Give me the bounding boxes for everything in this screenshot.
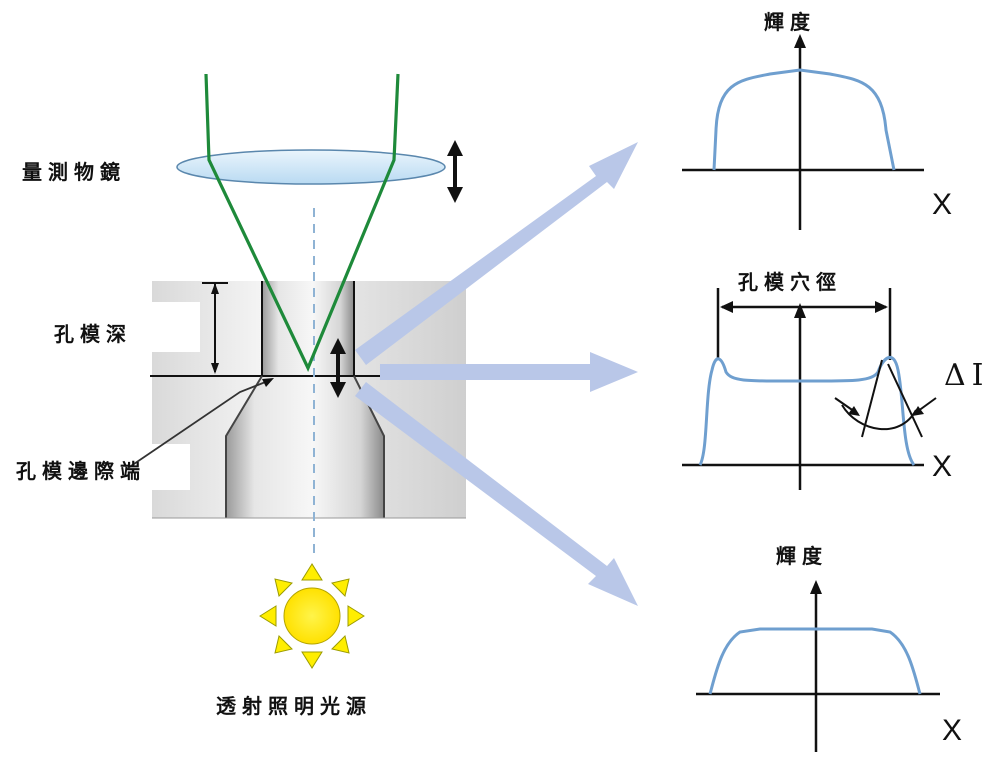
- objective-label: 量測物鏡: [22, 160, 126, 184]
- arrow-to-middle: [380, 352, 638, 392]
- brightness-curve-middle: [698, 356, 916, 466]
- hole-depth-label-box: [40, 302, 200, 352]
- brightness-curve-bottom: [708, 627, 922, 695]
- x-axis-label-bottom: X: [942, 714, 963, 747]
- x-axis-label-middle: X: [932, 450, 953, 483]
- light-path: [204, 73, 400, 372]
- delta-i-label: ΔI: [944, 358, 990, 393]
- projection-arrows: [355, 142, 638, 606]
- brightness-curve-top: [712, 68, 896, 171]
- graph-middle: [682, 288, 937, 490]
- arrow-to-top: [355, 142, 638, 365]
- hole-edge-label: 孔模邊際端: [16, 459, 146, 483]
- edge-focus-arrow-icon: [330, 338, 346, 398]
- arrow-to-bottom: [355, 382, 638, 606]
- die-block: [150, 281, 466, 519]
- graph-top: [682, 34, 924, 230]
- light-source-label: 透射照明光源: [216, 694, 372, 718]
- x-axis-label-top: X: [932, 188, 953, 221]
- hole-edge-leader: [127, 378, 274, 469]
- lower-bore: [226, 376, 384, 518]
- brightness-label-top: 輝度: [764, 10, 816, 34]
- sun-icon: [259, 563, 365, 669]
- brightness-label-bottom: 輝度: [776, 544, 828, 568]
- upper-bore: [262, 281, 354, 376]
- hole-depth-label: 孔模深: [54, 322, 132, 346]
- hole-depth-dimension: [202, 282, 228, 374]
- hole-edge-label-box: [4, 444, 190, 490]
- objective-lens: [176, 149, 446, 185]
- graph-bottom: [696, 580, 940, 752]
- hole-diameter-label: 孔模穴徑: [738, 270, 842, 294]
- lens-focus-arrow-icon: [447, 140, 463, 203]
